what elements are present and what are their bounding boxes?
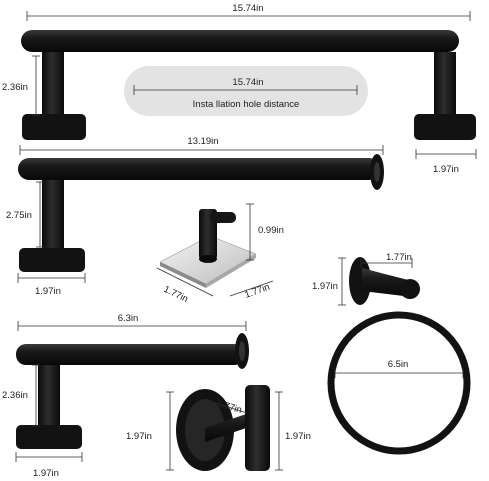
paper-holder-post [38,365,60,428]
towel-bar-medium-base [19,248,85,272]
robe-hook: 1.97in 1.77in 1.97in [126,385,311,471]
adhesive-hook: 0.99in 1.77in 1.77in [156,203,284,305]
towel-ring-base-width-label: 1.77in [386,252,412,263]
robe-hook-post [245,385,270,471]
towel-bar-large-post-left [42,52,64,116]
towel-bar-medium-width-label: 13.19in [187,136,218,147]
adhesive-hook-depth-label: 1.77in [243,282,271,301]
installation-note-pill [124,66,368,116]
towel-bar-large: 15.74in 2.36in 1.97in 15.74in Insta llat… [2,3,477,175]
paper-holder-base [16,425,82,449]
paper-holder-rod [16,344,244,365]
adhesive-hook-arm [210,212,236,223]
adhesive-hook-height-label: 0.99in [258,225,284,236]
towel-ring-loop [327,311,471,455]
robe-hook-base-label: 1.97in [126,431,152,442]
towel-bar-large-post-right [434,52,456,116]
towel-bar-medium: 13.19in 2.75in 1.97in [6,136,384,297]
towel-bar-large-base-left [22,114,86,140]
adhesive-hook-width-label: 1.77in [162,284,190,305]
towel-bar-large-width-label: 15.74in [232,3,263,14]
towel-ring-hinge [400,279,420,299]
paper-holder-base-label: 1.97in [33,468,59,479]
towel-bar-medium-post [42,180,64,250]
towel-ring: 1.77in 1.97in 6.5in [312,252,471,455]
installation-note-value: 15.74in [232,77,263,88]
towel-ring-arm [362,268,412,297]
towel-bar-medium-base-label: 1.97in [35,286,61,297]
towel-bar-large-base-right [414,114,476,140]
towel-bar-medium-rod [18,158,380,180]
installation-note-text: Insta llation hole distance [193,99,300,110]
towel-ring-base-height-label: 1.97in [312,281,338,292]
paper-holder: 6.3in 2.36in 1.97in [2,313,249,479]
paper-holder-height-label: 2.36in [2,390,28,401]
towel-bar-medium-height-label: 2.75in [6,210,32,221]
paper-holder-width-label: 6.3in [118,313,139,324]
towel-bar-large-rod [21,30,459,52]
towel-ring-diameter-label: 6.5in [388,359,409,370]
towel-bar-large-base-label: 1.97in [433,164,459,175]
towel-bar-large-height-label: 2.36in [2,82,28,93]
robe-hook-arm [205,412,252,442]
robe-hook-height-label: 1.97in [285,431,311,442]
